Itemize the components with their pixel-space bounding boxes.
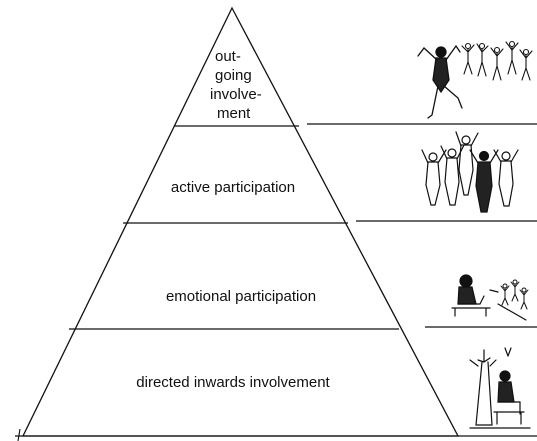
level-label-line: involve- xyxy=(210,86,262,103)
level-label-line: out- xyxy=(215,48,241,65)
level-label-line: ment xyxy=(217,105,251,122)
level-label-emotional: emotional participation xyxy=(166,288,316,305)
cheering-group-icon xyxy=(421,131,519,213)
level-label-inwards: directed inwards involvement xyxy=(136,374,330,391)
seated-spectator-icon xyxy=(451,274,529,321)
baseline-tick xyxy=(17,428,21,441)
level-label-top: out- going involve- ment xyxy=(210,48,266,122)
level-label-line: going xyxy=(215,67,252,84)
jumping-figures-icon xyxy=(417,40,533,119)
person-under-tree-icon xyxy=(469,347,531,429)
level-label-active: active participation xyxy=(171,179,295,196)
